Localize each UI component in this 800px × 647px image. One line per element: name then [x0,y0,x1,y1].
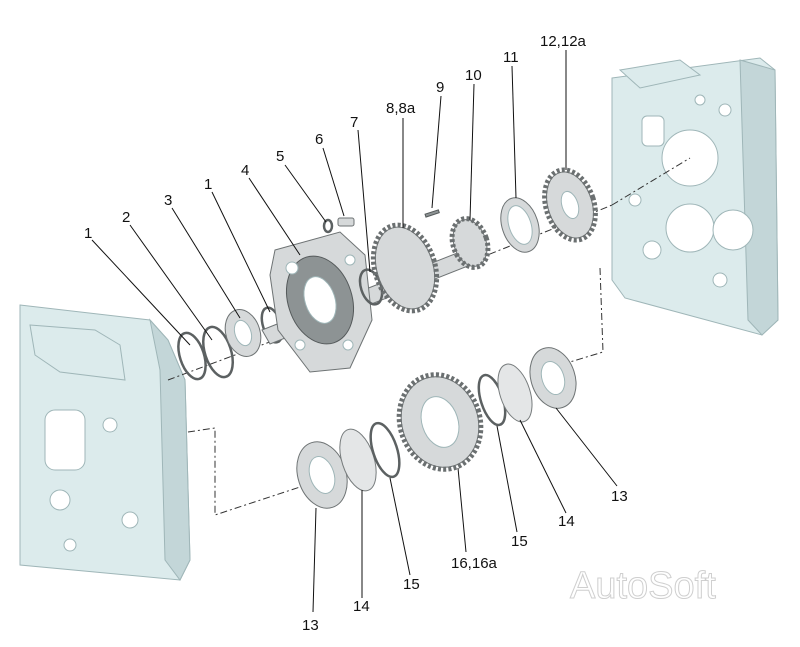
callout-label: 1 [204,176,212,193]
callout-label: 2 [122,209,130,226]
lower-shaft-assembly [296,347,577,509]
callout-label: 9 [436,79,444,96]
callout-label: 11 [503,49,519,66]
callout-label: 6 [315,131,323,148]
leader-lines [91,50,618,613]
callout-label: 5 [276,148,284,165]
upper-shaft-assembly [177,167,598,381]
callout-label: 12,12a [540,33,587,50]
callout-label: 16,16a [451,555,498,572]
callout-label: 14 [558,513,575,530]
left-housing [19,304,191,581]
callout-label: 14 [353,598,370,615]
right-housing [611,57,779,336]
callout-label: 10 [465,67,482,84]
callout-label: 7 [350,114,358,131]
callout-label: 1 [84,225,92,242]
callout-label: 13 [302,617,319,634]
callout-label: 8,8a [386,100,416,117]
callout-label: 3 [164,192,172,209]
callout-label: 15 [403,576,420,593]
callout-label: 13 [611,488,628,505]
autosoft-watermark: AutoSoft [570,565,716,607]
callout-label: 4 [241,162,249,179]
callout-label: 15 [511,533,528,550]
callout-labels: 1 2 3 1 4 5 6 7 8,8a 9 10 11 12,12a 13 1… [84,33,628,634]
